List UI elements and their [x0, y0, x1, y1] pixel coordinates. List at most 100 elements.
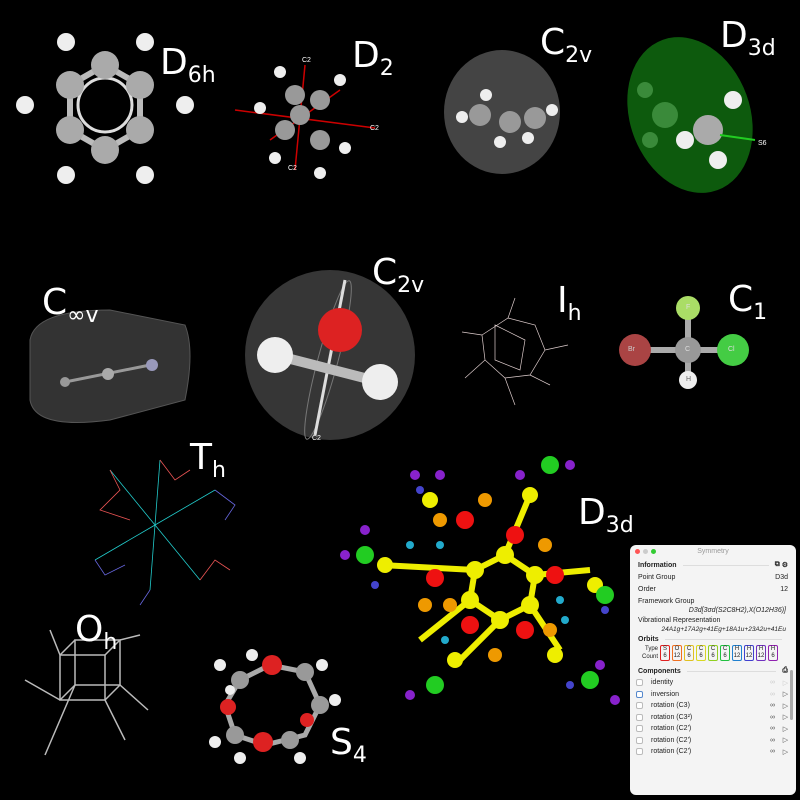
component-row[interactable]: rotation (C2') ∞ ▷: [630, 735, 796, 747]
point-group-value: D3d: [775, 573, 788, 581]
point-group-label: C1: [728, 279, 768, 325]
component-checkbox[interactable]: [636, 679, 643, 687]
d2-molecule: [234, 64, 376, 179]
scrollbar[interactable]: [790, 670, 793, 720]
vib-label: Vibrational Representation: [638, 616, 721, 624]
point-group-label: C∞v: [42, 282, 99, 328]
copy-icon[interactable]: ⧉: [774, 561, 780, 568]
component-name: rotation (C2'): [651, 725, 692, 733]
orbit-count: 6: [663, 653, 667, 659]
play-icon[interactable]: ▷: [782, 679, 789, 687]
vib-value: 24A1g+17A2g+41Eg+18A1u+23A2u+41Eu: [661, 626, 786, 633]
orbit-type: C: [686, 646, 692, 652]
title-bar: Symmetry: [630, 545, 796, 558]
components-header: Components: [638, 667, 681, 675]
component-row[interactable]: rotation (C2') ∞ ▷: [630, 723, 796, 735]
point-group-label: D6h: [160, 42, 216, 88]
point-group-label: Th: [190, 437, 226, 483]
orbit-type: H: [746, 646, 752, 652]
component-row[interactable]: rotation (C3²)∞▷: [630, 712, 796, 724]
atom-label: Br: [628, 346, 635, 353]
glasses-icon[interactable]: ∞: [770, 725, 775, 733]
order-value: 12: [780, 585, 788, 593]
window-title: Symmetry: [697, 548, 729, 555]
glasses-icon[interactable]: ∞: [770, 679, 775, 687]
orbit-count: 6: [711, 653, 715, 659]
oh-molecule: [24, 629, 149, 756]
glasses-icon[interactable]: ∞: [770, 748, 775, 756]
framework-label: Framework Group: [638, 597, 695, 605]
point-group-label: Oh: [75, 609, 118, 655]
component-checkbox[interactable]: [636, 748, 643, 756]
play-icon[interactable]: ▷: [782, 748, 789, 756]
component-row[interactable]: rotation (C2') ∞ ▷: [630, 746, 796, 758]
atom-label: C: [685, 346, 691, 353]
axis-label: C2: [312, 435, 321, 442]
glasses-icon[interactable]: ∞: [770, 702, 775, 710]
component-checkbox[interactable]: [636, 702, 643, 710]
orbit-type: S: [662, 646, 667, 652]
orbit-count: 12: [673, 653, 681, 659]
component-checkbox[interactable]: [636, 713, 643, 721]
component-checkbox[interactable]: [636, 690, 643, 698]
component-name: rotation (C3): [651, 702, 690, 710]
component-name: inversion: [651, 690, 680, 698]
section-title: Information: [638, 561, 677, 569]
th-molecule: [94, 459, 236, 606]
point-group-label: Point Group: [638, 573, 676, 581]
axis-label: C2: [302, 57, 311, 64]
component-name: rotation (C2'): [651, 736, 692, 744]
export-icon[interactable]: ⎙: [782, 667, 788, 674]
c2v-propane-molecule: [444, 50, 560, 174]
orbit-count: 12: [733, 653, 741, 659]
component-name: identity: [651, 679, 674, 687]
orbit-type: H: [770, 646, 776, 652]
d3d-large-molecule: [340, 456, 620, 705]
axis-label: C2: [288, 165, 297, 172]
close-button[interactable]: [635, 549, 640, 554]
component-checkbox[interactable]: [636, 725, 643, 733]
play-icon[interactable]: ▷: [782, 714, 789, 722]
d3d-ethane-molecule: [627, 37, 756, 193]
point-group-label: D3d: [720, 15, 776, 61]
orbit-type: O: [674, 646, 680, 652]
zoom-button[interactable]: [651, 549, 656, 554]
orbit-type: C: [722, 646, 728, 652]
point-group-label: Ih: [557, 280, 582, 326]
orbit-count: 6: [723, 653, 727, 659]
component-checkbox[interactable]: [636, 736, 643, 744]
play-icon[interactable]: ▷: [782, 702, 789, 710]
component-row[interactable]: rotation (C3) ∞ ▷: [630, 700, 796, 712]
play-icon[interactable]: ▷: [782, 737, 789, 745]
component-name: rotation (C2'): [651, 748, 692, 756]
ih-molecule: [461, 297, 569, 406]
minimize-button[interactable]: [643, 549, 648, 554]
orbit-type: C: [710, 646, 716, 652]
c1-molecule: [619, 296, 749, 389]
benzene-molecule: [16, 33, 194, 184]
orbit-count: 6: [687, 653, 691, 659]
play-icon[interactable]: ▷: [782, 725, 789, 733]
gear-icon[interactable]: ⚙: [781, 562, 788, 569]
point-group-label: S4: [330, 722, 367, 768]
component-row[interactable]: identity ∞ ▷: [630, 677, 796, 689]
component-row[interactable]: inversion ∞ ▷: [630, 689, 796, 701]
glasses-icon[interactable]: ∞: [770, 690, 775, 698]
glasses-icon[interactable]: ∞: [770, 713, 775, 721]
type-label: Type: [644, 646, 658, 652]
order-label: Order: [638, 585, 656, 593]
glasses-icon[interactable]: ∞: [770, 736, 775, 744]
orbit-type: C: [698, 646, 704, 652]
orbit-type: H: [734, 646, 740, 652]
framework-value: D3d[3σd(S2C8H2),X(O12H36)]: [688, 607, 786, 614]
orbit-type: H: [758, 646, 764, 652]
play-icon[interactable]: ▷: [782, 691, 789, 699]
